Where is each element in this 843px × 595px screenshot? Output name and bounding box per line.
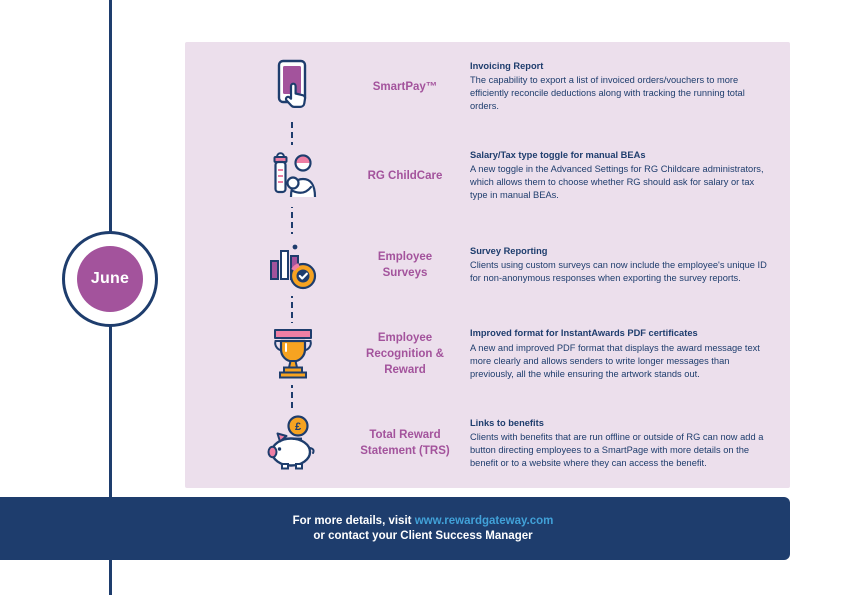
- month-circle: June: [77, 246, 143, 312]
- rewardgateway-link[interactable]: www.rewardgateway.com: [414, 515, 554, 527]
- update-text-trs: Links to benefits Clients with benefits …: [470, 417, 774, 471]
- update-heading: Salary/Tax type toggle for manual BEAs: [470, 149, 646, 160]
- update-heading: Survey Reporting: [470, 245, 548, 256]
- footer-line1: For more details, visit www.rewardgatewa…: [293, 515, 554, 527]
- update-description: The capability to export a list of invoi…: [470, 74, 745, 112]
- update-text-childcare: Salary/Tax type toggle for manual BEAs A…: [470, 149, 774, 203]
- trophy-icon: [261, 323, 324, 386]
- updates-panel: SmartPay™ Invoicing Report The capabilit…: [185, 42, 790, 488]
- childcare-icon: [261, 144, 324, 207]
- product-title-surveys: Employee Surveys: [377, 250, 433, 279]
- update-description: A new toggle in the Advanced Settings fo…: [470, 164, 764, 201]
- update-description: Clients using custom surveys can now inc…: [470, 259, 767, 284]
- update-description: Clients with benefits that are run offli…: [470, 431, 764, 469]
- update-text-surveys: Survey Reporting Clients using custom su…: [470, 245, 774, 286]
- update-row-childcare: RG ChildCare Salary/Tax type toggle for …: [185, 131, 790, 220]
- update-heading: Links to benefits: [470, 417, 544, 428]
- update-heading: Invoicing Report: [470, 60, 544, 71]
- footer-line1-text: For more details, visit: [292, 515, 415, 527]
- product-title-trs: Total Reward Statement (TRS): [360, 429, 450, 458]
- update-row-recognition: Employee Recognition & Reward Improved f…: [185, 310, 790, 399]
- svg-text:£: £: [294, 422, 300, 434]
- update-text-recognition: Improved format for InstantAwards PDF ce…: [470, 327, 774, 381]
- month-badge: June: [62, 231, 158, 327]
- update-heading: Improved format for InstantAwards PDF ce…: [470, 328, 698, 339]
- product-title-smartpay: SmartPay™: [372, 80, 438, 93]
- month-label: June: [90, 270, 130, 287]
- product-title-childcare: RG ChildCare: [367, 169, 443, 182]
- footer-line2: or contact your Client Success Manager: [313, 530, 533, 542]
- update-row-trs: £ Total Reward Statement (TRS) Links to …: [185, 399, 790, 488]
- update-text-smartpay: Invoicing Report The capability to expor…: [470, 60, 774, 114]
- footer-bar: For more details, visit www.rewardgatewa…: [0, 497, 790, 560]
- update-description: A new and improved PDF format that displ…: [470, 342, 760, 379]
- piggy-bank-icon: £: [261, 412, 324, 475]
- product-title-recognition: Employee Recognition & Reward: [366, 332, 444, 377]
- update-row-smartpay: SmartPay™ Invoicing Report The capabilit…: [185, 42, 790, 131]
- update-row-surveys: Employee Surveys Survey Reporting Client…: [185, 220, 790, 309]
- smartpay-phone-icon: [261, 55, 324, 118]
- employee-surveys-icon: [261, 234, 324, 296]
